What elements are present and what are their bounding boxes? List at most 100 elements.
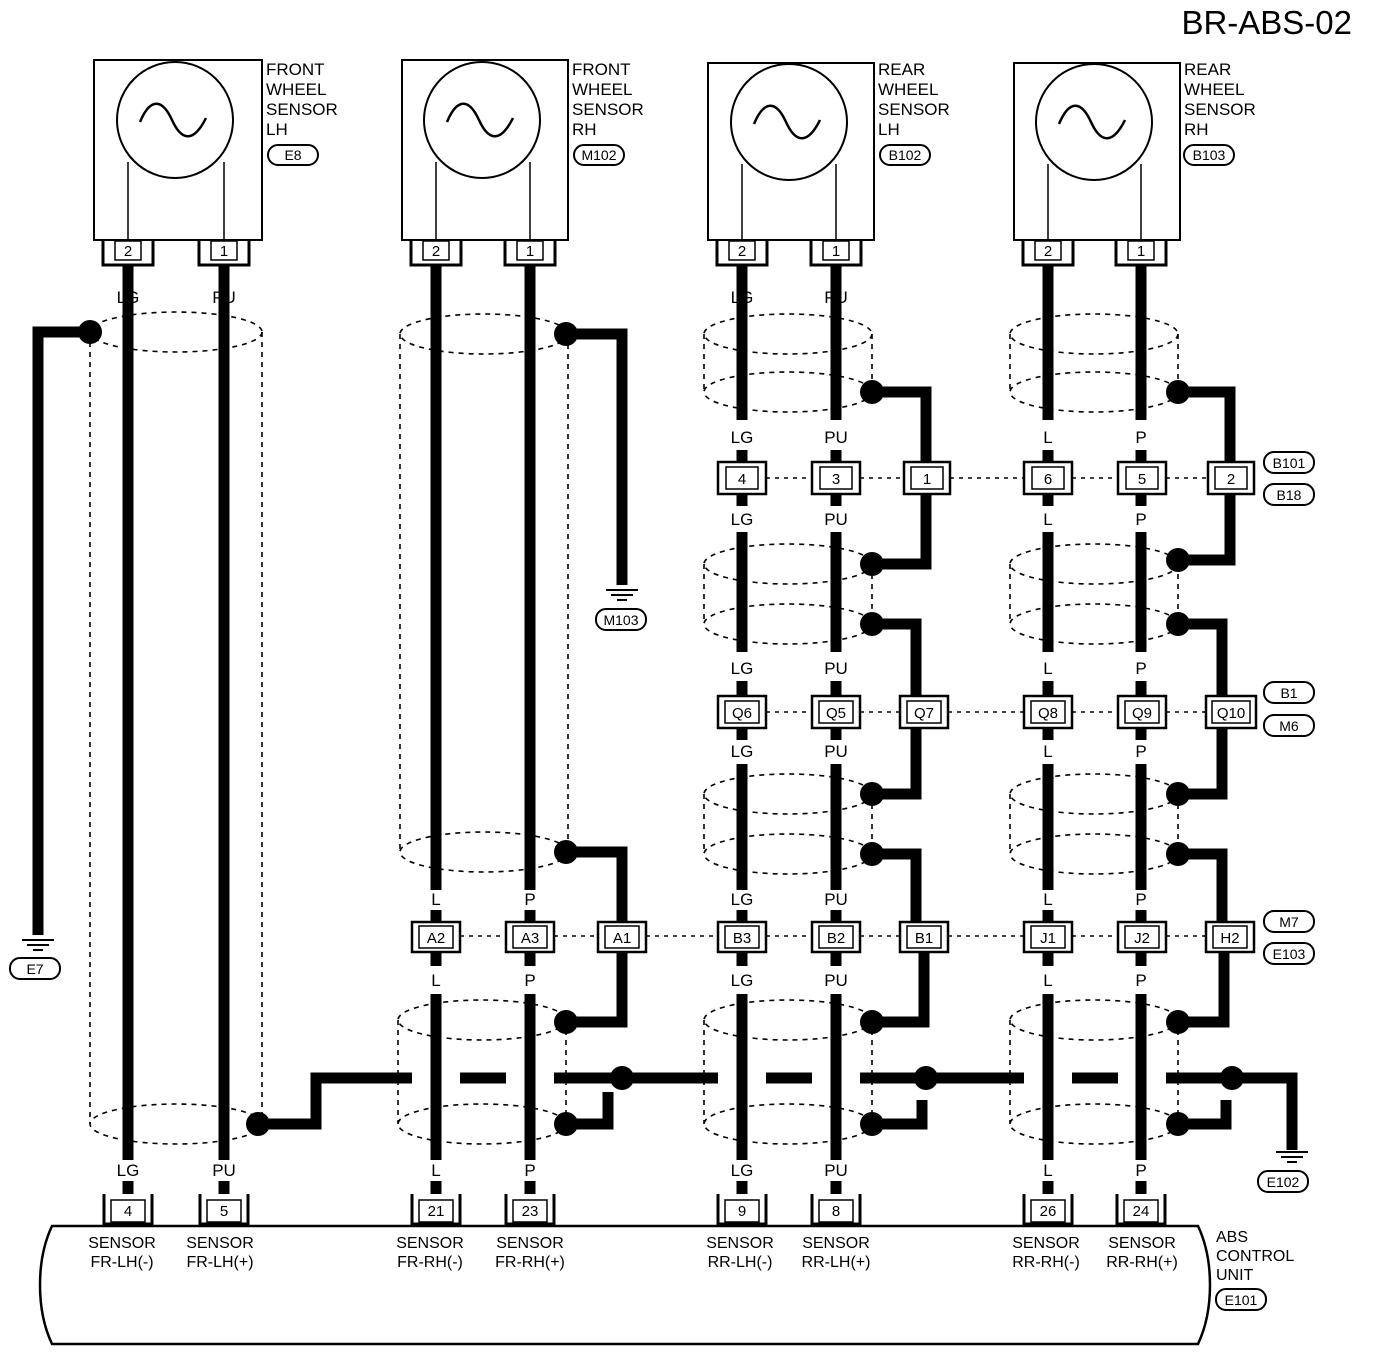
wire-color-label: LG <box>731 742 754 761</box>
terminal: B2 <box>810 920 862 954</box>
svg-text:H2: H2 <box>1220 930 1239 947</box>
sine-wave-icon <box>445 102 515 138</box>
connector-id: B102 <box>889 147 922 163</box>
sensor-name-line: RH <box>1184 120 1209 139</box>
svg-text:9: 9 <box>738 1203 746 1220</box>
wire-color-label: P <box>524 890 535 909</box>
svg-text:SENSOR: SENSOR <box>706 1235 774 1252</box>
terminal: A1 <box>596 920 648 954</box>
svg-text:PU: PU <box>212 1161 236 1180</box>
ecu-terminals: LG 4 SENSOR FR-LH(-) PU 5 SENSOR FR-LH(+… <box>88 1161 1178 1271</box>
svg-text:FR-LH(+): FR-LH(+) <box>186 1254 253 1271</box>
wire-color-label: PU <box>824 510 848 529</box>
abs-control-unit: ABS CONTROL UNIT E101 <box>38 1224 1294 1346</box>
diagram-title: BR-ABS-02 <box>1181 4 1352 41</box>
connector-id: E103 <box>1273 946 1306 962</box>
ecu-terminal-fr-lh-plus: PU 5 SENSOR FR-LH(+) <box>186 1161 254 1271</box>
sensor-pin: 2 <box>738 243 746 260</box>
front-lh-harness: E7 <box>9 266 270 1160</box>
svg-text:L: L <box>431 971 440 990</box>
svg-text:5: 5 <box>1138 471 1146 488</box>
wire-color-label: P <box>1135 659 1146 678</box>
sensor-name-line: REAR <box>878 60 925 79</box>
terminal: 3 <box>810 460 862 496</box>
connector-id: E8 <box>284 147 301 163</box>
svg-text:A1: A1 <box>613 930 631 947</box>
terminal: H2 <box>1204 920 1256 954</box>
svg-text:B3: B3 <box>733 930 751 947</box>
svg-text:4: 4 <box>124 1203 132 1220</box>
terminal: Q7 <box>898 694 950 730</box>
svg-text:RR-RH(+): RR-RH(+) <box>1106 1254 1178 1271</box>
ground-symbol <box>1276 1151 1308 1163</box>
svg-text:Q6: Q6 <box>732 705 752 722</box>
wire-color-label: PU <box>824 742 848 761</box>
svg-text:FR-LH(-): FR-LH(-) <box>90 1254 153 1271</box>
svg-text:P: P <box>1135 971 1146 990</box>
svg-text:Q9: Q9 <box>1132 705 1152 722</box>
ground-id: M103 <box>603 612 638 628</box>
svg-text:2: 2 <box>1227 471 1235 488</box>
terminal: 5 <box>1116 460 1168 496</box>
wire-color-label: LG <box>731 890 754 909</box>
terminal: Q5 <box>810 694 862 730</box>
terminal: A2 <box>410 920 462 954</box>
svg-text:26: 26 <box>1040 1203 1057 1220</box>
sensor-name-line: SENSOR <box>878 100 950 119</box>
junction-row-m7: A2 A3 A1 B3 B2 B1 J1 <box>410 910 1315 965</box>
sensor-front-rh: FRONT WHEEL SENSOR RH M102 2 1 L P <box>401 59 644 307</box>
sensor-name-line: LH <box>878 120 900 139</box>
svg-text:B2: B2 <box>827 930 845 947</box>
svg-text:A3: A3 <box>521 930 539 947</box>
svg-text:P: P <box>524 971 535 990</box>
svg-text:A2: A2 <box>427 930 445 947</box>
svg-text:FR-RH(+): FR-RH(+) <box>495 1254 565 1271</box>
wire-color-label: PU <box>824 659 848 678</box>
wire-color-label: L <box>1043 428 1052 447</box>
unit-name-line: CONTROL <box>1216 1248 1294 1265</box>
wire-color-label: L <box>1043 510 1052 529</box>
wire-color-label: L <box>1043 659 1052 678</box>
wire-color-label: P <box>1135 428 1146 447</box>
sensor-pin: 1 <box>1137 243 1145 260</box>
sensor-name-line: WHEEL <box>1184 80 1244 99</box>
sensor-name-line: FRONT <box>572 60 631 79</box>
ground-symbol <box>22 939 54 951</box>
wire-color-label: P <box>1135 890 1146 909</box>
svg-text:SENSOR: SENSOR <box>396 1235 464 1252</box>
svg-text:L: L <box>431 1161 440 1180</box>
svg-text:SENSOR: SENSOR <box>186 1235 254 1252</box>
sensor-name-line: FRONT <box>266 60 325 79</box>
svg-text:1: 1 <box>923 471 931 488</box>
svg-text:SENSOR: SENSOR <box>88 1235 156 1252</box>
rear-rh-harness: L P L P L P L P L P <box>1009 266 1236 922</box>
svg-text:P: P <box>524 1161 535 1180</box>
terminal: A3 <box>504 920 556 954</box>
terminal: B3 <box>716 920 768 954</box>
sensor-rear-rh: REAR WHEEL SENSOR RH B103 2 1 L P <box>1013 60 1256 307</box>
connector-id: E101 <box>1225 1292 1258 1308</box>
sensor-name-line: LH <box>266 120 288 139</box>
svg-text:L: L <box>1043 1161 1052 1180</box>
wire-color-label: PU <box>824 428 848 447</box>
sensor-name-line: WHEEL <box>572 80 632 99</box>
svg-text:RR-RH(-): RR-RH(-) <box>1012 1254 1080 1271</box>
svg-text:L: L <box>1043 971 1052 990</box>
sine-wave-icon <box>752 104 822 140</box>
terminal: Q8 <box>1022 694 1074 730</box>
ground-symbol <box>606 589 638 601</box>
svg-text:Q5: Q5 <box>826 705 846 722</box>
svg-text:Q7: Q7 <box>914 705 934 722</box>
wire-color-label: LG <box>731 659 754 678</box>
sine-wave-icon <box>1057 104 1127 140</box>
ecu-terminal-rr-rh-plus: P 24 SENSOR RR-RH(+) <box>1106 1161 1178 1271</box>
terminal: 4 <box>716 460 768 496</box>
svg-text:24: 24 <box>1133 1203 1150 1220</box>
wire-color-label: LG <box>731 510 754 529</box>
wire-color-label: P <box>1135 510 1146 529</box>
svg-text:5: 5 <box>220 1203 228 1220</box>
sensor-rear-lh: REAR WHEEL SENSOR LH B102 2 1 LG PU <box>707 60 950 307</box>
svg-text:LG: LG <box>117 1161 140 1180</box>
wire-color-label: PU <box>824 890 848 909</box>
sensor-name-line: RH <box>572 120 597 139</box>
